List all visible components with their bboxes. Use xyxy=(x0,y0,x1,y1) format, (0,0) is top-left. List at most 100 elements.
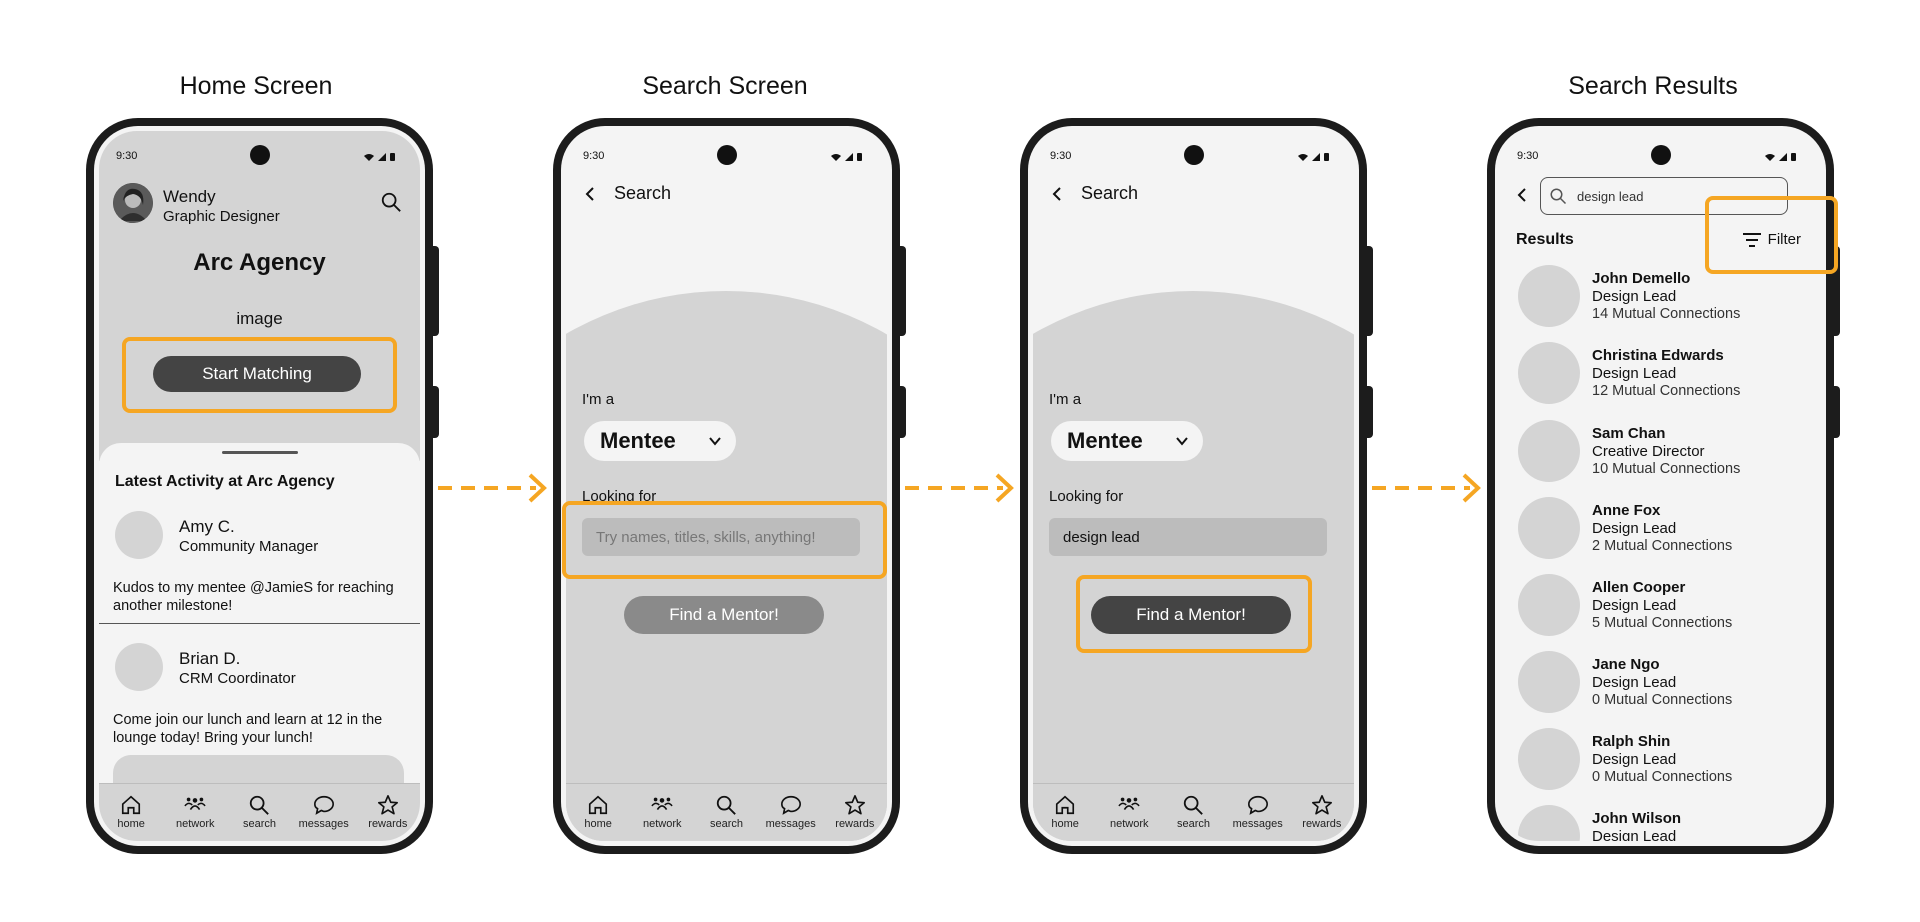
home-icon xyxy=(1056,795,1075,815)
result-connections: 14 Mutual Connections xyxy=(1592,306,1741,322)
result-connections: 0 Mutual Connections xyxy=(1592,692,1733,708)
nav-item-search[interactable]: search xyxy=(1164,794,1222,830)
im-a-label: I'm a xyxy=(582,391,615,408)
nav-item-rewards[interactable]: rewards xyxy=(826,794,884,830)
result-connections: 12 Mutual Connections xyxy=(1592,383,1741,399)
camera-cutout xyxy=(1650,145,1671,165)
nav-item-home[interactable]: home xyxy=(569,794,627,830)
nav-item-home[interactable]: home xyxy=(102,794,160,830)
message-bubble-icon xyxy=(1247,795,1268,815)
result-title: Design Lead xyxy=(1592,520,1677,537)
nav-label: rewards xyxy=(835,818,875,830)
star-icon xyxy=(844,795,865,815)
avatar xyxy=(1518,497,1580,559)
phone-search-empty: 9:30 Search I'm a Mentee Looking for Fin… xyxy=(553,118,906,854)
nav-item-rewards[interactable]: rewards xyxy=(1293,794,1351,830)
result-connections: 10 Mutual Connections xyxy=(1592,461,1741,477)
nav-item-network[interactable]: network xyxy=(166,794,224,830)
result-title: Creative Director xyxy=(1592,443,1705,460)
nav-item-home[interactable]: home xyxy=(1036,794,1094,830)
nav-item-rewards[interactable]: rewards xyxy=(359,794,417,830)
result-title: Design Lead xyxy=(1592,288,1677,305)
message-bubble-icon xyxy=(313,795,334,815)
nav-item-messages[interactable]: messages xyxy=(1229,794,1287,830)
signal-battery-icon xyxy=(364,153,395,161)
divider xyxy=(99,623,420,624)
nav-label: messages xyxy=(765,818,816,830)
nav-label: messages xyxy=(1232,818,1283,830)
activity-message: Come join our lunch and learn at 12 in t… xyxy=(113,712,383,746)
nav-item-search[interactable]: search xyxy=(697,794,755,830)
activity-author-role: Community Manager xyxy=(179,538,319,555)
search-query: design lead xyxy=(1577,189,1644,204)
back-arrow-icon[interactable] xyxy=(1049,185,1067,203)
back-arrow-icon[interactable] xyxy=(1514,186,1532,204)
result-title: Design Lead xyxy=(1592,597,1677,614)
nav-item-messages[interactable]: messages xyxy=(762,794,820,830)
chevron-down-icon xyxy=(709,437,721,446)
home-screen: 9:30 Wendy Graphic Designer Arc Agency i… xyxy=(99,131,420,841)
nav-item-search[interactable]: search xyxy=(230,794,288,830)
start-matching-button[interactable]: Start Matching xyxy=(153,356,361,392)
result-title: Design Lead xyxy=(1592,828,1677,841)
avatar[interactable] xyxy=(113,183,153,223)
avatar xyxy=(1518,728,1580,790)
phone-side-button xyxy=(1833,246,1840,336)
result-connections: 5 Mutual Connections xyxy=(1592,615,1733,631)
search-input[interactable] xyxy=(1049,518,1327,556)
search-header: Search xyxy=(582,183,671,204)
camera-cutout xyxy=(1183,145,1204,165)
looking-for-label: Looking for xyxy=(582,488,657,505)
signal-battery-icon xyxy=(831,153,862,161)
status-bar: 9:30 xyxy=(566,145,887,166)
network-icon xyxy=(1118,797,1140,811)
search-header-title: Search xyxy=(614,183,672,203)
nav-label: home xyxy=(1051,818,1079,830)
phone-side-button xyxy=(432,246,439,336)
nav-item-messages[interactable]: messages xyxy=(295,794,353,830)
role-select[interactable]: Mentee xyxy=(584,421,736,461)
phone-side-button xyxy=(899,386,906,438)
nav-label: rewards xyxy=(368,818,408,830)
looking-for-label: Looking for xyxy=(1049,488,1124,505)
search-icon[interactable] xyxy=(380,191,402,213)
sheet-drag-handle[interactable] xyxy=(221,451,298,454)
activity-sheet[interactable]: Latest Activity at Arc Agency Amy C. Com… xyxy=(99,443,420,835)
filter-button[interactable]: Filter xyxy=(1742,231,1801,248)
search-icon xyxy=(717,795,737,815)
search-header-title: Search xyxy=(1081,183,1139,203)
avatar xyxy=(115,511,163,559)
status-time: 9:30 xyxy=(1050,150,1072,162)
result-title: Design Lead xyxy=(1592,365,1677,382)
find-mentor-button[interactable]: Find a Mentor! xyxy=(624,596,824,634)
search-screen: 9:30 Search I'm a Mentee Looking for Fin… xyxy=(566,131,887,841)
search-icon xyxy=(1184,795,1204,815)
avatar xyxy=(1518,574,1580,636)
search-icon xyxy=(1550,188,1567,205)
phone-home: 9:30 Wendy Graphic Designer Arc Agency i… xyxy=(86,118,439,854)
result-connections: 0 Mutual Connections xyxy=(1592,769,1733,785)
find-mentor-button[interactable]: Find a Mentor! xyxy=(1091,596,1291,634)
nav-item-network[interactable]: network xyxy=(1100,794,1158,830)
nav-label: home xyxy=(117,818,145,830)
search-input[interactable] xyxy=(582,518,860,556)
result-name: John Wilson xyxy=(1592,810,1682,827)
activity-title: Latest Activity at Arc Agency xyxy=(115,473,335,490)
camera-cutout xyxy=(716,145,737,165)
results-search-field[interactable]: design lead xyxy=(1540,177,1788,215)
role-select[interactable]: Mentee xyxy=(1051,421,1203,461)
back-arrow-icon[interactable] xyxy=(582,185,600,203)
nav-label: home xyxy=(584,818,612,830)
flow-arrow xyxy=(1372,473,1481,503)
network-icon xyxy=(651,797,673,811)
nav-item-network[interactable]: network xyxy=(633,794,691,830)
search-header: Search xyxy=(1049,183,1138,204)
